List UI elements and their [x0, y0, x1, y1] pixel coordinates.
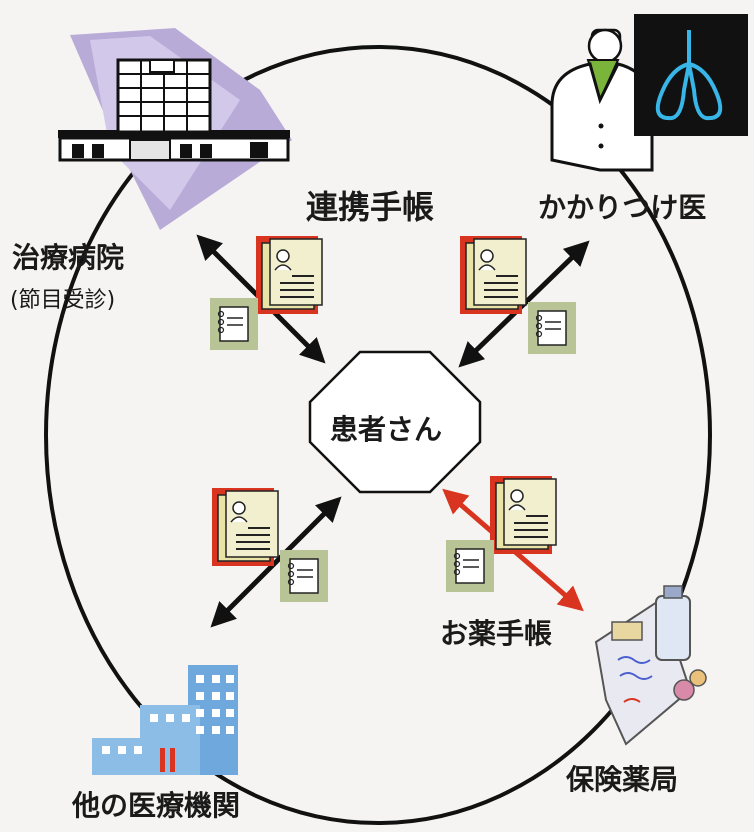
hospital-building-icon	[58, 28, 292, 230]
care-cycle-ring	[44, 45, 712, 825]
notebook-icon	[209, 297, 259, 351]
notebook-icon	[445, 539, 495, 593]
okusuri-techo-label: お薬手帳	[440, 617, 553, 650]
pharmacy-medicine-icon	[594, 585, 707, 746]
patient-record-folder-icon	[489, 475, 557, 555]
notebook-icon	[279, 549, 329, 603]
kakaritsuke-label: かかりつけ医	[538, 191, 707, 224]
patient-record-folder-icon	[459, 235, 527, 315]
notebook-icon	[527, 301, 577, 355]
doctor-icon	[550, 28, 654, 172]
clinic-building-icon	[92, 665, 238, 775]
hoken-yakkyoku-label: 保険薬局	[566, 763, 679, 796]
arrow-clinic-patient	[210, 496, 342, 628]
renkei-techo-label: 連携手帳	[306, 188, 435, 226]
patient-record-folder-icon	[211, 487, 279, 567]
tano-iryo-kikan-label: 他の医療機関	[72, 789, 241, 822]
kanja-san-label: 患者さん	[330, 413, 443, 446]
setsume-jushin-label: (節目受診)	[10, 288, 116, 313]
xray-lungs-icon	[634, 14, 748, 136]
patient-octagon	[308, 350, 482, 494]
patient-record-folder-icon	[255, 235, 323, 315]
chiryo-byoin-label: 治療病院	[12, 241, 125, 274]
